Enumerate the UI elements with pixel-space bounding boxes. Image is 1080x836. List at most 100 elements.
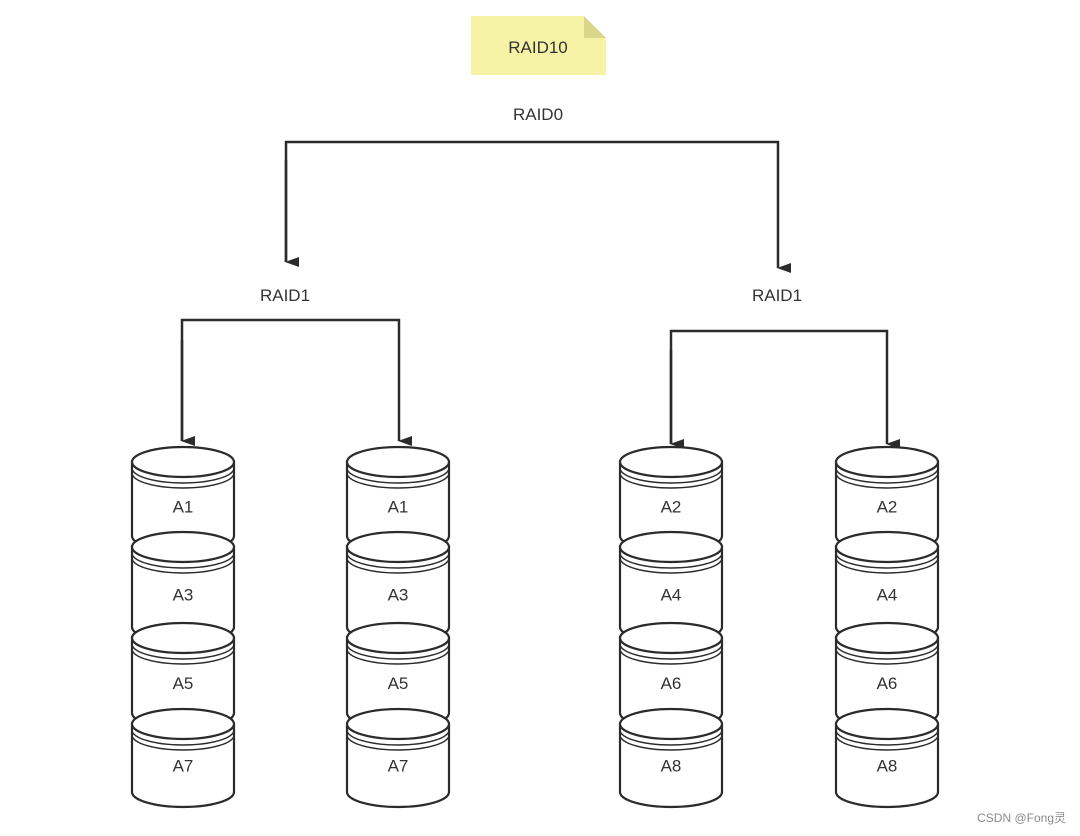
- disk-a2: A2: [618, 445, 724, 553]
- raid0-label: RAID0: [513, 105, 563, 124]
- disk-rim-line: [835, 557, 939, 574]
- disk-rim-line: [835, 643, 939, 660]
- disk-label: A2: [661, 498, 682, 517]
- disk-top: [345, 530, 451, 564]
- disk-rim-line: [346, 729, 450, 746]
- disk-rim-line: [835, 467, 939, 484]
- disk-top: [834, 530, 940, 564]
- watermark: CSDN @Fong灵: [977, 811, 1066, 825]
- disk-rim-line: [346, 557, 450, 574]
- disk-a1: A1: [345, 445, 451, 553]
- disk-rim-line: [346, 472, 450, 489]
- disk-top: [130, 530, 236, 564]
- disk-rim-line: [131, 472, 235, 489]
- disk-a4: A4: [618, 530, 724, 644]
- disk-rim-line: [619, 472, 723, 489]
- disk-rim-line: [619, 729, 723, 746]
- disk-rim-line: [131, 643, 235, 660]
- disk-a6: A6: [618, 621, 724, 730]
- raid1-right-label: RAID1: [752, 286, 802, 305]
- disk-rim-line: [619, 643, 723, 660]
- disk-a7: A7: [130, 707, 236, 809]
- raid10-note: RAID10: [471, 16, 606, 75]
- disk-rim-line: [346, 467, 450, 484]
- disk-label: A2: [877, 498, 898, 517]
- disk-body: [834, 722, 940, 809]
- disk-top: [618, 530, 724, 564]
- disk-a5: A5: [345, 621, 451, 730]
- raid1-left-connector: [180, 318, 412, 446]
- disk-top: [130, 707, 236, 741]
- disk-label: A6: [877, 674, 898, 693]
- disk-label: A7: [388, 757, 409, 776]
- disk-rim-line: [835, 729, 939, 746]
- disk-rim-line: [131, 734, 235, 751]
- raid1-left-bracket: [180, 318, 412, 446]
- disk-top: [618, 445, 724, 479]
- raid0-bracket-line: [284, 140, 791, 273]
- disk-label: A8: [877, 757, 898, 776]
- disk-rim-line: [346, 643, 450, 660]
- disk-rim-line: [619, 552, 723, 569]
- disk-a7: A7: [345, 707, 451, 809]
- disk-label: A1: [173, 498, 194, 517]
- disk-rim-line: [835, 472, 939, 489]
- disk-rim-line: [131, 467, 235, 484]
- disk-label: A3: [173, 586, 194, 605]
- disk-rim-line: [131, 648, 235, 665]
- disk-rim-line: [835, 648, 939, 665]
- disk-rim-line: [131, 557, 235, 574]
- disk-top: [834, 445, 940, 479]
- disk-rim-line: [835, 552, 939, 569]
- disk-label: A4: [877, 586, 898, 605]
- disk-top: [834, 621, 940, 655]
- disk-top: [130, 445, 236, 479]
- disk-a3: A3: [130, 530, 236, 644]
- disk-rim-line: [835, 734, 939, 751]
- disk-a1: A1: [130, 445, 236, 553]
- disk-rim-line: [346, 648, 450, 665]
- disk-label: A5: [388, 674, 409, 693]
- disk-a5: A5: [130, 621, 236, 730]
- disk-rim-line: [619, 734, 723, 751]
- disk-label: A3: [388, 586, 409, 605]
- disk-rim-line: [346, 734, 450, 751]
- disk-label: A7: [173, 757, 194, 776]
- disk-top: [345, 707, 451, 741]
- disk-rim-line: [131, 729, 235, 746]
- disk-top: [130, 621, 236, 655]
- raid0-connector: [284, 140, 791, 273]
- disk-top: [345, 445, 451, 479]
- disk-rim-line: [619, 467, 723, 484]
- note-label: RAID10: [508, 38, 568, 57]
- disk-label: A1: [388, 498, 409, 517]
- disk-body: [618, 722, 724, 809]
- disk-label: A4: [661, 586, 682, 605]
- disk-a8: A8: [834, 707, 940, 809]
- raid1-right-connector: [669, 329, 900, 449]
- disk-top: [618, 707, 724, 741]
- disk-label: A8: [661, 757, 682, 776]
- disk-rim-line: [346, 552, 450, 569]
- disk-label: A5: [173, 674, 194, 693]
- disk-body: [130, 722, 236, 809]
- disk-label: A6: [661, 674, 682, 693]
- note-body: [471, 16, 606, 75]
- raid1-right-bracket: [669, 329, 900, 449]
- disk-a3: A3: [345, 530, 451, 644]
- note-fold: [584, 16, 606, 38]
- disk-top: [618, 621, 724, 655]
- disk-a4: A4: [834, 530, 940, 644]
- disk-rim-line: [619, 648, 723, 665]
- disk-rim-line: [619, 557, 723, 574]
- disk-rim-line: [131, 552, 235, 569]
- disk-top: [834, 707, 940, 741]
- disk-top: [345, 621, 451, 655]
- raid1-left-label: RAID1: [260, 286, 310, 305]
